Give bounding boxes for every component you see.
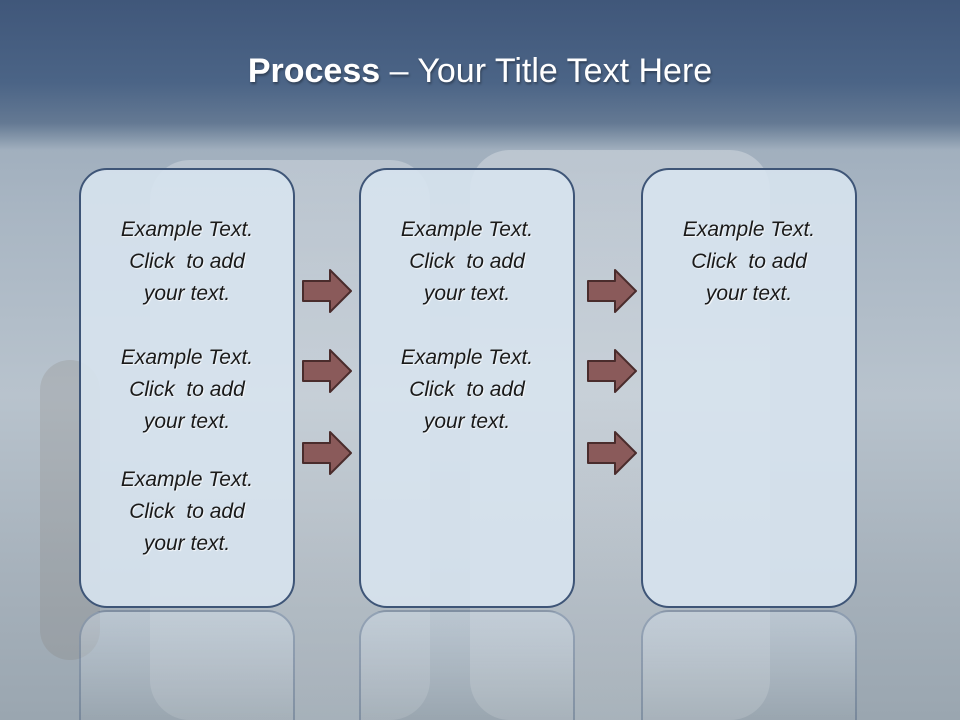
text-line: your text. xyxy=(423,282,511,305)
text-placeholder[interactable]: Example Text. Click to add your text. xyxy=(81,214,293,310)
text-line: Click to add xyxy=(129,378,245,401)
text-placeholder[interactable]: Example Text. Click to add your text. xyxy=(81,342,293,438)
title-bold-part: Process xyxy=(247,52,381,90)
right-arrow-icon[interactable] xyxy=(302,349,352,393)
box-reflection xyxy=(359,610,575,720)
text-line: Click to add xyxy=(129,500,245,523)
title-band xyxy=(0,0,960,150)
process-box-2[interactable]: Example Text. Click to add your text. Ex… xyxy=(359,168,575,608)
process-box-1[interactable]: Example Text. Click to add your text. Ex… xyxy=(79,168,295,608)
text-line: Click to add xyxy=(409,378,525,401)
title-rest-part: – Your Title Text Here xyxy=(380,52,713,90)
slide-title[interactable]: Process – Your Title Text Here xyxy=(0,52,960,91)
text-line: Example Text. xyxy=(400,346,534,369)
text-line: Click to add xyxy=(691,250,807,273)
right-arrow-icon[interactable] xyxy=(587,349,637,393)
text-placeholder[interactable]: Example Text. Click to add your text. xyxy=(361,342,573,438)
box-reflection xyxy=(641,610,857,720)
text-line: Example Text. xyxy=(682,218,816,241)
text-line: your text. xyxy=(143,410,231,433)
right-arrow-icon[interactable] xyxy=(302,431,352,475)
text-line: Example Text. xyxy=(120,468,254,491)
text-line: Click to add xyxy=(129,250,245,273)
text-line: your text. xyxy=(423,410,511,433)
text-line: your text. xyxy=(143,532,231,555)
box-reflection xyxy=(79,610,295,720)
text-line: your text. xyxy=(705,282,793,305)
text-placeholder[interactable]: Example Text. Click to add your text. xyxy=(81,464,293,560)
right-arrow-icon[interactable] xyxy=(587,431,637,475)
text-line: Example Text. xyxy=(120,218,254,241)
text-line: your text. xyxy=(143,282,231,305)
text-line: Click to add xyxy=(409,250,525,273)
text-placeholder[interactable]: Example Text. Click to add your text. xyxy=(361,214,573,310)
text-placeholder[interactable]: Example Text. Click to add your text. xyxy=(643,214,855,310)
text-line: Example Text. xyxy=(120,346,254,369)
process-box-3[interactable]: Example Text. Click to add your text. xyxy=(641,168,857,608)
text-line: Example Text. xyxy=(400,218,534,241)
right-arrow-icon[interactable] xyxy=(587,269,637,313)
right-arrow-icon[interactable] xyxy=(302,269,352,313)
